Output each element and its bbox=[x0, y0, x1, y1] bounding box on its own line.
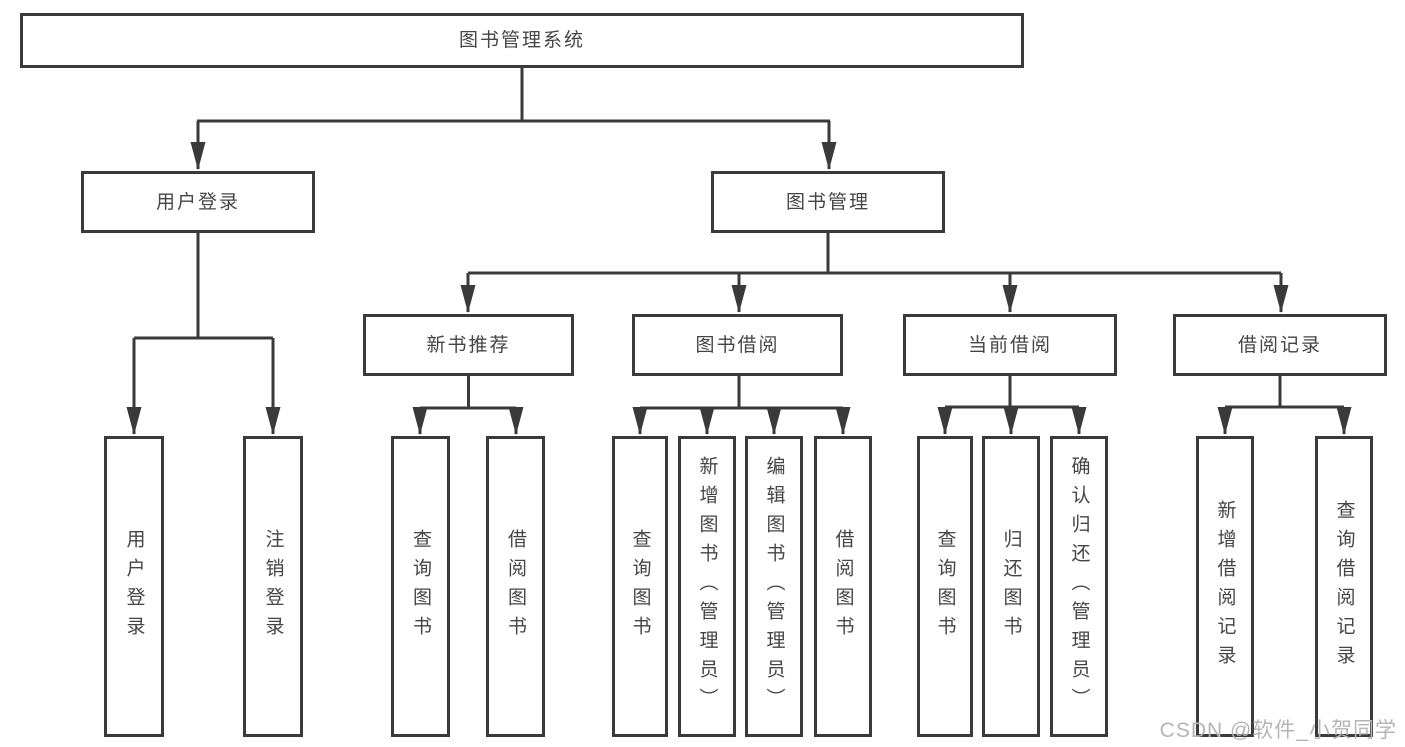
node-user-login: 用户登录 bbox=[81, 171, 315, 233]
node-current-borrow: 当前借阅 bbox=[903, 314, 1117, 376]
leaf-borrow-book-recommend: 借阅图书 bbox=[486, 436, 545, 737]
leaf-query-book-borrow: 查询图书 bbox=[612, 436, 668, 737]
leaf-logout: 注销登录 bbox=[243, 436, 303, 737]
csdn-watermark: CSDN @软件_小贺同学 bbox=[1159, 719, 1397, 742]
leaf-query-book-current: 查询图书 bbox=[917, 436, 973, 737]
leaf-query-borrow-record: 查询借阅记录 bbox=[1315, 436, 1373, 737]
node-new-book-recommend: 新书推荐 bbox=[363, 314, 574, 376]
leaf-user-login: 用户登录 bbox=[104, 436, 164, 737]
leaf-return-book: 归还图书 bbox=[982, 436, 1040, 737]
connector-arrows bbox=[126, 121, 1352, 435]
leaf-query-book-recommend: 查询图书 bbox=[391, 436, 450, 737]
node-root-library-system: 图书管理系统 bbox=[20, 13, 1024, 68]
leaf-add-book-admin: 新增图书（管理员） bbox=[678, 436, 736, 737]
leaf-borrow-book: 借阅图书 bbox=[814, 436, 872, 737]
node-book-management: 图书管理 bbox=[711, 171, 945, 233]
leaf-confirm-return-admin: 确认归还（管理员） bbox=[1050, 436, 1108, 737]
leaf-edit-book-admin: 编辑图书（管理员） bbox=[745, 436, 803, 737]
leaf-add-borrow-record: 新增借阅记录 bbox=[1196, 436, 1254, 737]
node-book-borrow: 图书借阅 bbox=[632, 314, 843, 376]
node-borrow-records: 借阅记录 bbox=[1173, 314, 1387, 376]
